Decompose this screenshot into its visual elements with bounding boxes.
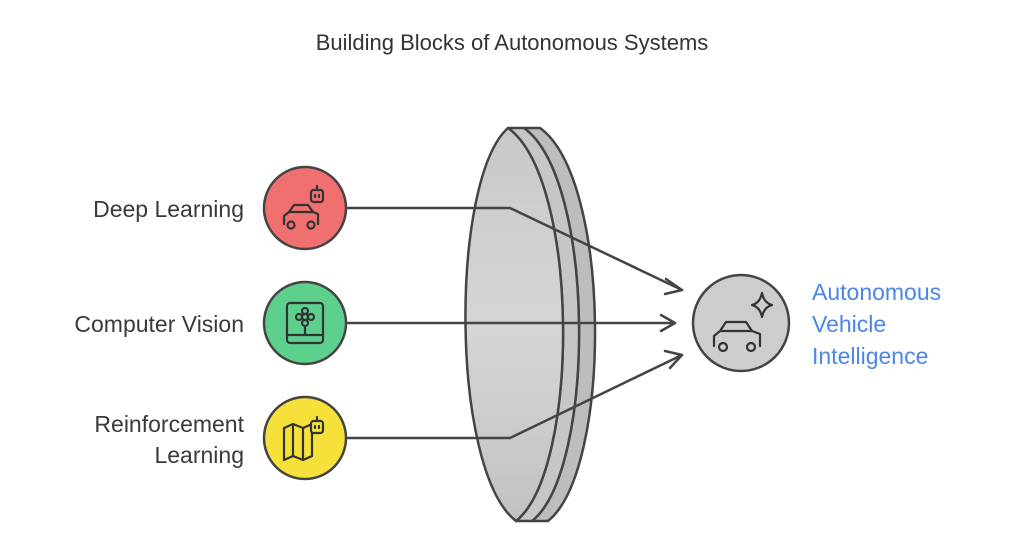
label-line: Vehicle	[812, 311, 887, 337]
diagram-title: Building Blocks of Autonomous Systems	[315, 30, 709, 55]
arrowhead-computer-vision	[659, 313, 677, 333]
label-deep-learning: Deep Learning	[93, 196, 244, 222]
label-line: Intelligence	[812, 343, 929, 369]
node-deep-learning	[262, 165, 348, 251]
node-autonomous-vehicle-intelligence	[691, 273, 791, 373]
flower-picture-icon	[285, 301, 325, 345]
connector-reinforcement-learning	[346, 353, 684, 440]
car-sparkle-icon	[712, 291, 774, 353]
node-computer-vision	[262, 280, 348, 366]
connector-deep-learning	[346, 206, 684, 292]
label-reinforcement-learning: Reinforcement Learning	[94, 409, 244, 471]
label-line: Reinforcement	[94, 411, 244, 437]
robot-car-icon	[282, 184, 325, 230]
label-computer-vision: Computer Vision	[74, 311, 244, 337]
label-line: Autonomous	[812, 279, 942, 305]
map-robot-icon	[282, 415, 325, 462]
lens	[464, 126, 597, 523]
node-reinforcement-learning	[262, 395, 348, 481]
connectors	[346, 206, 684, 440]
arrowhead-reinforcement-learning	[663, 349, 684, 370]
arrowhead-deep-learning	[663, 277, 684, 296]
label-line: Learning	[154, 442, 244, 468]
label-autonomous-vehicle-intelligence: Autonomous Vehicle Intelligence	[812, 276, 941, 372]
